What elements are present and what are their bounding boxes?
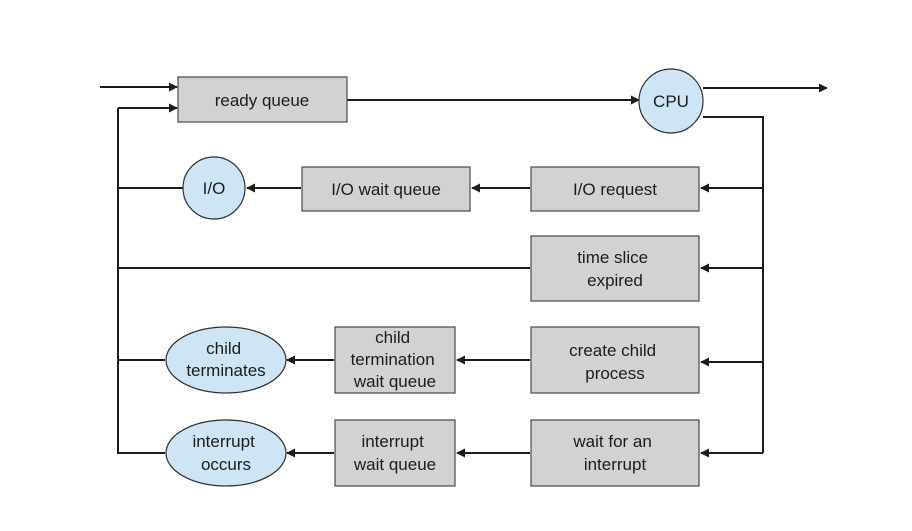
interrupt-occurs-label: interrupt occurs [192,432,259,474]
child-terminates-label: child terminates [186,339,265,380]
wait-for-interrupt-label: wait for an interrupt [572,432,656,474]
time-slice-label: time slice expired [577,248,653,290]
create-child-process-box: create child process [530,326,700,394]
connectors [100,82,828,458]
io-wait-queue-label: I/O wait queue [331,180,441,199]
interrupt-occurs-to-left-bus [117,108,165,454]
interrupt-wait-queue-label: interrupt wait queue [353,432,436,474]
ready-queue-label: ready queue [215,91,310,110]
io-wait-queue-box: I/O wait queue [301,166,471,212]
create-child-process-label: create child process [569,341,661,383]
interrupt-wait-queue-box: interrupt wait queue [334,419,456,487]
io-label: I/O [203,179,226,198]
child-termination-wait-queue-label: child termination wait queue [351,328,440,391]
cpu-to-right-bus [703,116,764,453]
wait-for-interrupt-box: wait for an interrupt [530,419,700,487]
interrupt-occurs-ellipse: interrupt occurs [165,419,287,487]
ready-queue-box: ready queue [177,76,348,123]
child-termination-wait-queue-box: child termination wait queue [334,326,456,394]
io-request-box: I/O request [530,166,700,212]
cpu-label: CPU [653,92,689,111]
cpu-circle: CPU [638,68,704,134]
time-slice-expired-box: time slice expired [530,235,700,302]
io-circle: I/O [182,156,246,220]
child-terminates-ellipse: child terminates [165,326,287,394]
io-request-label: I/O request [573,180,657,199]
